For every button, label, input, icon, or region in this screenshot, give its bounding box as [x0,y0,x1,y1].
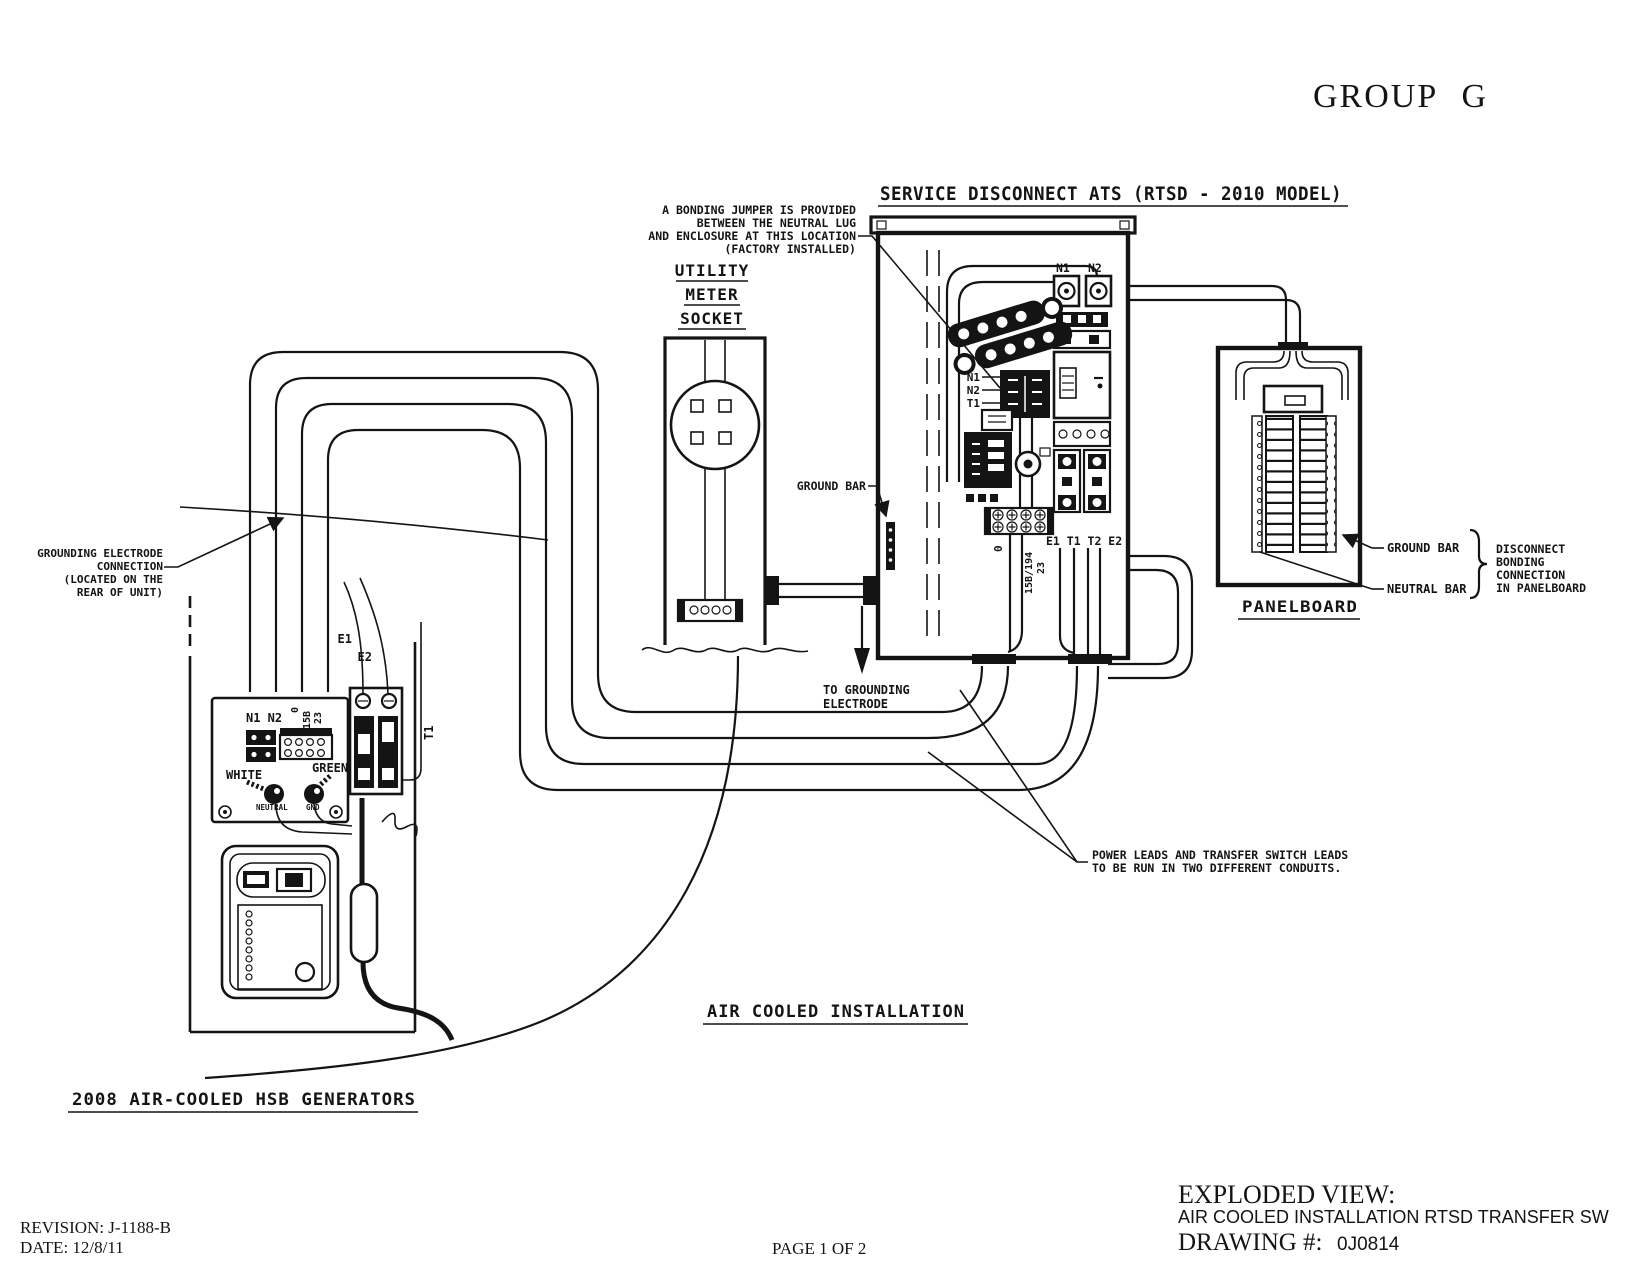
conduit-note-line2: TO BE RUN IN TWO DIFFERENT CONDUITS. [1092,861,1341,875]
panelboard-neutral-bar [1251,415,1263,553]
to-grounding-line2: ELECTRODE [823,697,888,711]
utility-meter-socket: UTILITY METER SOCKET [641,261,878,654]
conduit-note: POWER LEADS AND TRANSFER SWITCH LEADS TO… [927,689,1348,875]
meter-dial [669,379,761,471]
panelboard-internal-wiring [1235,350,1349,400]
revision-label: REVISION: J-1188-B [20,1218,171,1237]
drawing-number-label: DRAWING #: [1178,1229,1323,1256]
bonding-note-line1: A BONDING JUMPER IS PROVIDED [662,203,856,217]
panelboard-breaker-column-left [1265,415,1294,553]
exploded-view-label: EXPLODED VIEW: [1178,1180,1395,1209]
gen-gnd-label: GND [306,803,320,812]
ats-ground-bar [886,522,895,570]
conduit-note-line1: POWER LEADS AND TRANSFER SWITCH LEADS [1092,848,1348,862]
ats-title: SERVICE DISCONNECT ATS (RTSD - 2010 MODE… [880,184,1342,205]
gen-terminal-strip [278,728,334,761]
ats-utility-lugs [1052,274,1113,308]
panelboard-neutral-bar-label: NEUTRAL BAR [1387,582,1467,596]
gen-gnd-terminal [304,784,324,804]
break-line [641,646,809,654]
installation-title: AIR COOLED INSTALLATION [703,1002,968,1025]
ats-lug-n1-label: N1 [1056,261,1070,275]
grounding-electrode-note: GROUNDING ELECTRODE CONNECTION (LOCATED … [37,506,549,599]
gen-neutral-blocks [246,730,276,762]
gen-t1-label: T1 [422,726,436,740]
panelboard-ground-bar-label: GROUND BAR [1387,541,1460,555]
meter-enclosure [663,336,767,645]
grounding-arrow [854,648,870,674]
gen-wire15b-label: 15B [302,711,313,729]
conduit-runs [204,284,1302,1080]
gen-e2-label: E2 [358,650,372,664]
ats-wire23-label: 23 [1036,562,1047,574]
ats-ground-bar-label: GROUND BAR [797,479,866,493]
meter-title-line3: SOCKET [680,309,744,328]
bonding-note-line4: (FACTORY INSTALLED) [724,242,856,256]
ats-terminal-strip [983,506,1055,536]
bonding-note-line3: AND ENCLOSURE AT THIS LOCATION [648,229,856,243]
bonding-jumper-note: A BONDING JUMPER IS PROVIDED BETWEEN THE… [648,203,1001,389]
title-block: GROUP G EXPLODED VIEW: AIR COOLED INSTAL… [20,78,1609,1258]
grounding-note-line2: CONNECTION [97,560,163,573]
gen-e1-label: E1 [338,632,352,646]
ats-lug-n2-label: N2 [1088,261,1102,275]
panelboard: PANELBOARD GROUND BAR NEUTRAL BAR DISCON… [1215,342,1586,620]
ats-top-flange [869,215,1137,235]
brace [1469,528,1488,600]
ats-bonding-jumper [947,296,1073,375]
installation-label: AIR COOLED INSTALLATION [707,1002,965,1022]
panelboard-note-line1: DISCONNECT [1496,542,1565,556]
exploded-view-subtitle: AIR COOLED INSTALLATION RTSD TRANSFER SW [1178,1207,1609,1227]
to-grounding-note: TO GROUNDING ELECTRODE [823,683,910,711]
generator-label: 2008 AIR-COOLED HSB GENERATORS [72,1090,416,1110]
gen-wire0-label: 0 [290,707,301,713]
page-label: PAGE 1 OF 2 [772,1239,866,1258]
meter-terminal-strip [676,598,744,623]
meter-title-line1: UTILITY [675,261,749,280]
bonding-note-line2: BETWEEN THE NEUTRAL LUG [697,216,856,230]
panelboard-breaker-column-right [1299,415,1328,553]
gen-main-breaker [348,686,404,796]
gen-control-panel [220,844,340,1000]
gen-cable [349,798,455,1042]
ats-terminals-label: E1 T1 T2 E2 [1046,534,1122,548]
gen-button [294,961,316,983]
to-grounding-line1: TO GROUNDING [823,683,910,697]
ats-wire15b-label: 15B/194 [1024,552,1035,594]
gen-white-label: WHITE [226,768,262,782]
ats-block-t1-label: T1 [967,397,981,410]
grounding-note-line1: GROUNDING ELECTRODE [37,547,163,560]
panelboard-note-line2: BONDING [1496,555,1545,569]
ats-neutral-block [1000,370,1050,418]
gen-neutral-terminal [264,784,284,804]
panelboard-label: PANELBOARD [1242,597,1358,616]
panelboard-note-line4: IN PANELBOARD [1496,581,1586,595]
ats-internal-wiring [926,250,1102,655]
date-label: DATE: 12/8/11 [20,1238,124,1257]
ats-contactors [1052,448,1112,514]
grounding-electrode-wire [204,655,740,1080]
drawing-number-value: 0J0814 [1337,1234,1400,1255]
ats-controller [964,408,1051,502]
service-disconnect-ats: SERVICE DISCONNECT ATS (RTSD - 2010 MODE… [797,184,1348,674]
ats-block-n1-label: N1 [967,371,981,384]
grounding-note-line3: (LOCATED ON THE [64,573,163,586]
grounding-note-line4: REAR OF UNIT) [77,586,163,599]
generator: N1 N2 0 15B 23 E1 E2 [68,577,455,1113]
gen-n1n2-label: N1 N2 [246,711,282,725]
ats-block-n2-label: N2 [967,384,980,397]
ats-wire0-label: 0 [992,545,1005,552]
gen-neutral-label: NEUTRAL [256,803,288,812]
group-label: GROUP G [1313,78,1488,115]
meter-title-line2: METER [685,285,738,304]
gen-green-label: GREEN [312,761,348,775]
gen-wire23-label: 23 [313,712,324,724]
panelboard-note-line3: CONNECTION [1496,568,1565,582]
panelboard-ground-bar [1325,415,1337,553]
